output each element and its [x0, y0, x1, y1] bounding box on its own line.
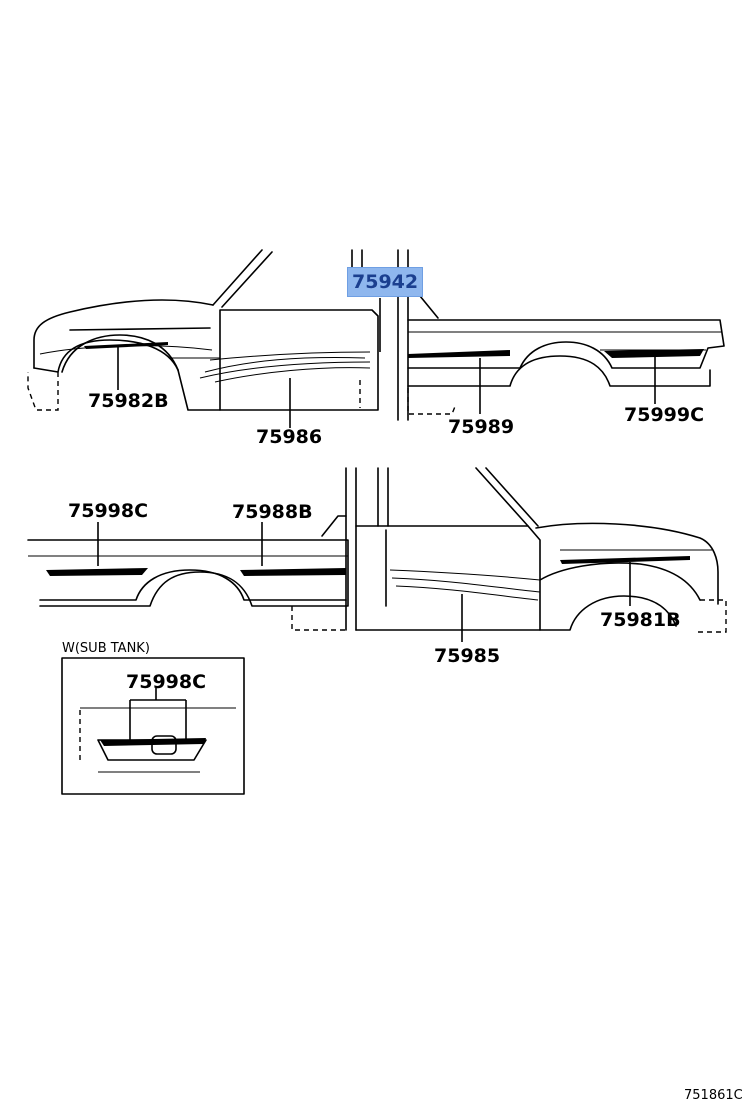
- part-label-75989: 75989: [448, 416, 515, 438]
- part-label-75999c: 75999C: [624, 404, 705, 426]
- inset-title: W(SUB TANK): [62, 641, 150, 656]
- part-label-75942[interactable]: 75942: [347, 267, 424, 297]
- part-label-75998c: 75998C: [68, 500, 149, 522]
- part-label-75998c-inset: 75998C: [126, 671, 207, 693]
- drawing-code: 751861C: [684, 1088, 743, 1103]
- top-truck-outline: [27, 249, 725, 421]
- part-label-75985: 75985: [434, 645, 501, 667]
- part-label-75981b: 75981B: [600, 609, 681, 631]
- part-label-75988b: 75988B: [232, 501, 313, 523]
- middle-leader-lines: [97, 522, 631, 642]
- top-leader-lines: [117, 298, 656, 428]
- middle-truck-outline: [27, 467, 727, 633]
- sub-tank-inset: [61, 657, 245, 795]
- part-label-75986: 75986: [256, 426, 323, 448]
- part-label-75982b: 75982B: [88, 390, 169, 412]
